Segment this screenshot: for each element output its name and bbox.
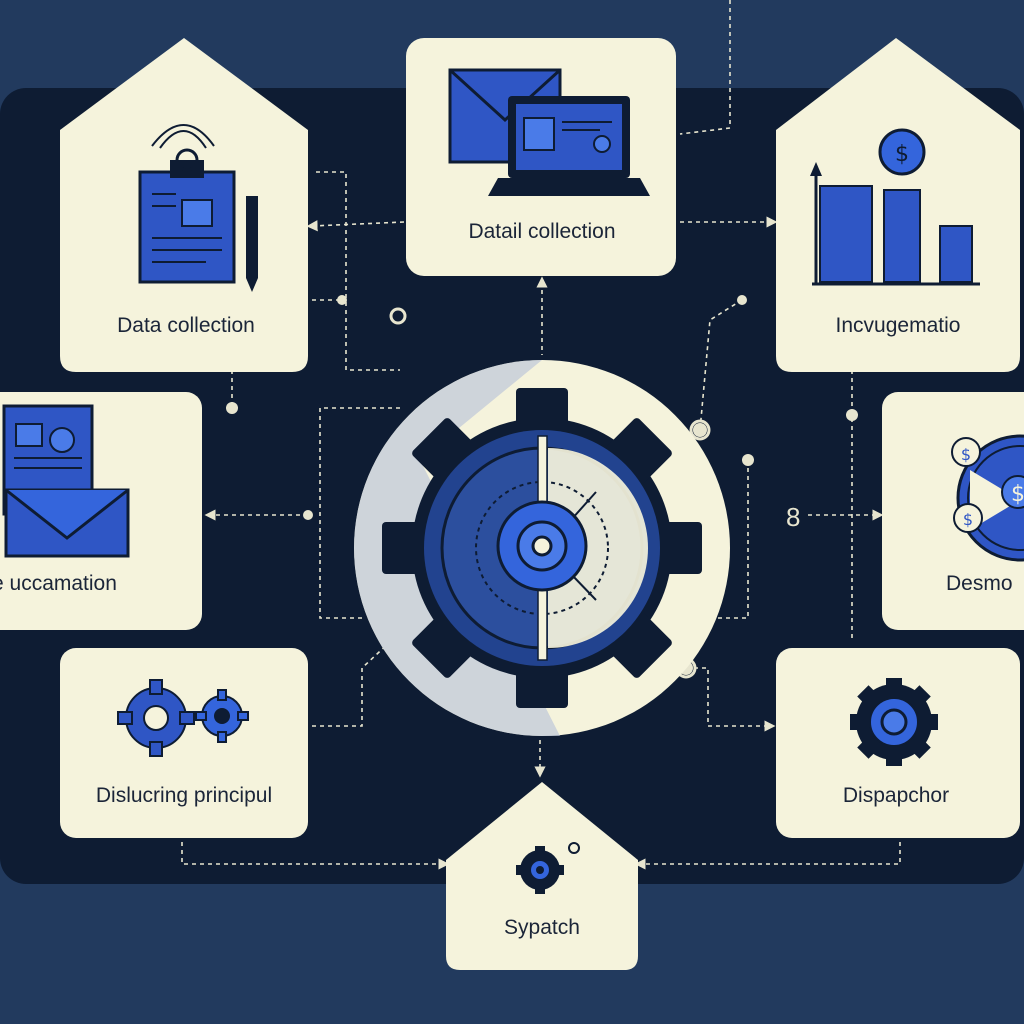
node-card [60,648,308,838]
node-left-mid: e uccamation [0,392,202,630]
node-label: Dislucring principul [96,784,272,807]
document-envelope-icon [2,404,130,558]
connector-ring [689,419,711,441]
svg-text:$: $ [895,142,909,167]
node-label: Datail collection [468,220,615,243]
svg-text:$: $ [1011,482,1024,507]
node-right-mid: $ $ $ Desmo [882,392,1024,630]
connector-top-right [679,0,731,135]
connector-left-wire [319,407,400,619]
node-label: e uccamation [0,572,117,595]
node-top: Datail collection [406,38,676,276]
connector-dot [303,510,313,520]
connector-dot [226,402,238,414]
connector-dot [846,409,858,421]
connector-dot [737,295,747,305]
bar-chart-dollar-icon: $ [810,128,980,286]
node-label: Data collection [117,314,255,337]
coins-globe-icon: $ $ $ [951,434,1024,562]
node-label: Dispapchor [843,784,949,807]
connector-ring [389,307,407,325]
connector-hub-right [686,667,776,732]
hub-dial-orbit [475,481,609,615]
connector-dot [693,423,707,437]
node-right-top: $ Incvugematio [776,38,1020,372]
node-right-bottom: Dispapchor [776,648,1020,838]
connector-left-loop [316,171,400,371]
hub-core-center [531,535,553,557]
hub-dial-light [548,448,648,648]
node-label: Desmo [946,572,1013,595]
connector-bottomright-to-bottom [634,842,901,870]
connector-mark: 8 [786,502,800,532]
small-gear-icon [516,842,580,894]
node-bottom: Sypatch [446,782,638,970]
gears-icon [117,679,249,757]
node-label: Incvugematio [836,314,961,337]
node-left-top: Data collection [60,38,308,372]
node-left-bottom: Dislucring principul [60,648,308,838]
gear-icon [850,678,938,766]
connector-dot [742,454,754,466]
svg-text:$: $ [961,445,971,464]
connector-dot [337,295,347,305]
clipboard-icon [138,124,258,292]
svg-text:$: $ [963,510,973,529]
connector-bottomleft-loop [312,639,393,727]
node-label: Sypatch [504,916,580,939]
hub [354,360,730,736]
envelope-laptop-icon [448,68,650,196]
